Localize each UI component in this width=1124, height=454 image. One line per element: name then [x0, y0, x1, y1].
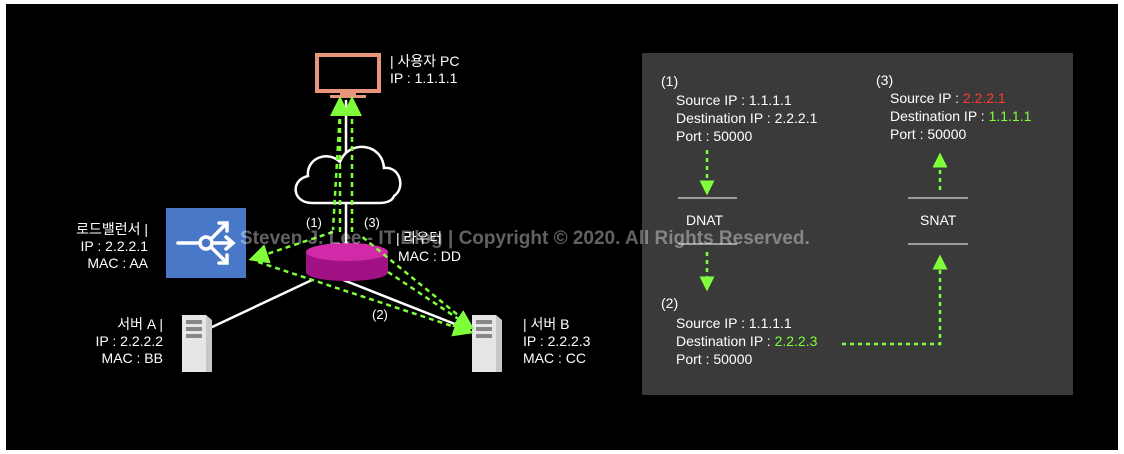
step1-port: Port : 50000 [676, 128, 753, 144]
lb-ip: IP : 2.2.2.1 [80, 238, 148, 254]
pc-ip: IP : 1.1.1.1 [390, 70, 458, 86]
snat-label: SNAT [920, 212, 957, 228]
dnat-label: DNAT [686, 212, 724, 228]
load-balancer-icon [166, 208, 246, 278]
arrow-server-b-return [359, 234, 465, 321]
step3-source-value: 2.2.2.1 [962, 90, 1006, 106]
step2-destination-ip: Destination IP : 2.2.2.3 [676, 333, 818, 349]
step3-port: Port : 50000 [890, 126, 967, 142]
step3-number: (3) [876, 72, 894, 88]
router-mac: MAC : DD [398, 248, 461, 264]
copyright-watermark: Steven J. Lee - IT Blog | Copyright © 20… [240, 228, 810, 249]
step2-number: (2) [661, 295, 679, 311]
step2-destination-value: 2.2.2.3 [774, 333, 818, 349]
step1-number: (1) [661, 73, 679, 89]
server-b-mac: MAC : CC [523, 350, 586, 366]
link-router-server-a [209, 278, 313, 330]
server-a-mac: MAC : BB [101, 350, 163, 366]
step3-destination-value: 1.1.1.1 [988, 108, 1032, 124]
step1-destination-ip: Destination IP : 2.2.2.1 [676, 110, 818, 126]
server-a-ip: IP : 2.2.2.2 [95, 333, 163, 349]
server-a-label: 서버 A | [117, 316, 163, 332]
server-b-label: | 서버 B [523, 316, 570, 332]
lb-mac: MAC : AA [87, 255, 148, 271]
arrow-lb-to-server-b [257, 260, 474, 337]
pc-label: | 사용자 PC [390, 53, 460, 69]
step2-source-ip: Source IP : 1.1.1.1 [676, 315, 792, 331]
router-icon [306, 243, 388, 281]
lb-label: 로드밸런서 | [76, 221, 148, 237]
step2-port: Port : 50000 [676, 351, 753, 367]
server-b-ip: IP : 2.2.2.3 [523, 333, 591, 349]
step3-source-ip: Source IP : 2.2.2.1 [890, 90, 1006, 106]
arrow-to-load-balancer [248, 230, 334, 264]
path-label-1: (1) [306, 215, 322, 230]
nat-panel [642, 53, 1073, 395]
path-label-2: (2) [372, 307, 388, 322]
step3-destination-ip: Destination IP : 1.1.1.1 [890, 108, 1032, 124]
server-b-icon [472, 315, 502, 372]
router-label: | 라우터 [396, 230, 443, 246]
arrow-router-to-server-b [387, 270, 475, 330]
server-a-icon [182, 315, 212, 372]
internet-cloud-icon [294, 145, 402, 205]
arrow-step2-to-snat [842, 254, 948, 346]
step1-source-ip: Source IP : 1.1.1.1 [676, 92, 792, 108]
pc-monitor-icon [315, 53, 381, 98]
path-label-3: (3) [364, 215, 380, 230]
arrow-pc-to-router [331, 109, 342, 231]
